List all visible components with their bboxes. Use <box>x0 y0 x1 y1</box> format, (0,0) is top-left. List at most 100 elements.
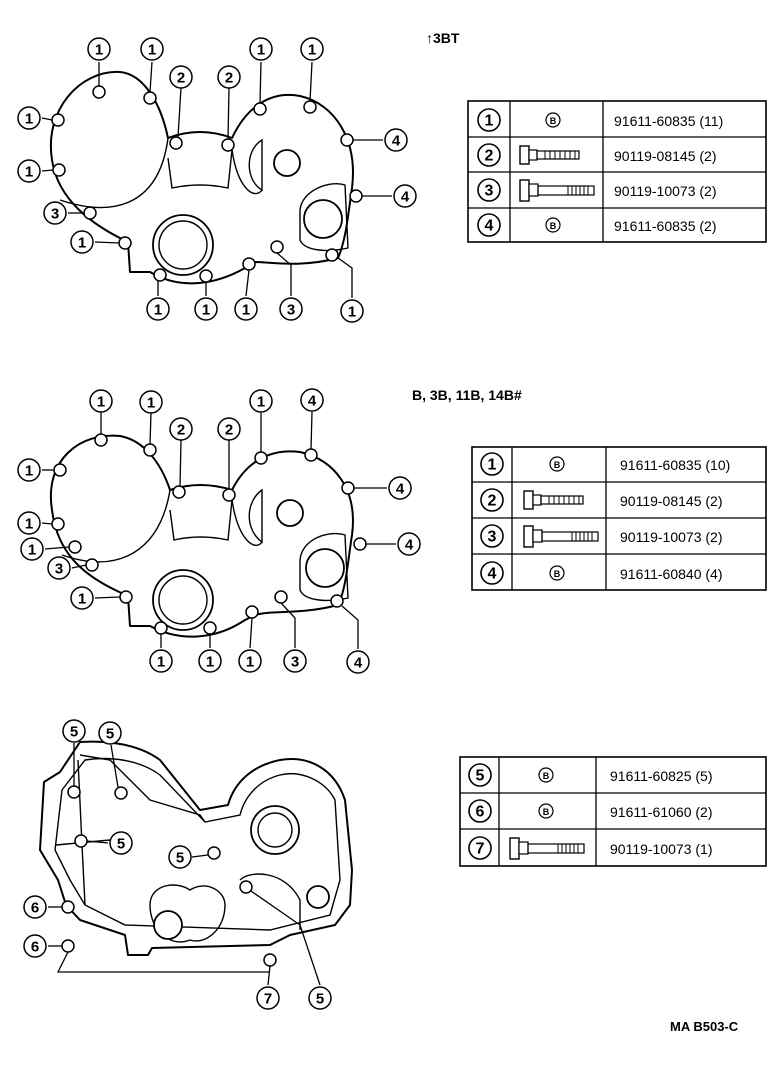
callout: 1 <box>300 37 324 61</box>
callout: 4 <box>388 476 412 500</box>
svg-text:4: 4 <box>392 133 401 150</box>
callout: 1 <box>87 37 111 61</box>
svg-text:1: 1 <box>95 42 103 59</box>
svg-text:91611-61060 (2): 91611-61060 (2) <box>610 804 712 820</box>
table-row: 7 90119-10073 (1) <box>468 836 712 860</box>
callout: 1 <box>194 297 218 321</box>
callout: 1 <box>17 511 41 535</box>
svg-text:1: 1 <box>485 113 494 130</box>
cover-drawing-gasket <box>39 740 353 986</box>
svg-text:1: 1 <box>97 394 105 411</box>
svg-text:2: 2 <box>225 70 233 87</box>
callouts-3bt: 1 1 1 1 2 2 1 1 4 4 3 1 1 1 1 3 1 <box>17 37 417 323</box>
svg-text:1: 1 <box>308 42 316 59</box>
svg-text:2: 2 <box>488 493 497 510</box>
callout: 2 <box>169 417 193 441</box>
callout: 1 <box>249 37 273 61</box>
bolt-long-icon <box>509 837 585 860</box>
svg-text:B: B <box>550 221 557 231</box>
callouts-b-series: 1 1 1 4 2 2 1 1 1 3 4 4 1 1 1 1 3 4 <box>17 388 421 674</box>
svg-text:2: 2 <box>177 422 185 439</box>
svg-text:90119-10073 (2): 90119-10073 (2) <box>614 183 716 199</box>
svg-text:90119-08145 (2): 90119-08145 (2) <box>614 148 716 164</box>
callout: 3 <box>283 649 307 673</box>
section-heading-3bt: ↑3BT <box>426 30 460 46</box>
callout: 4 <box>384 128 408 152</box>
callout: 5 <box>109 831 133 855</box>
svg-text:3: 3 <box>488 529 497 546</box>
callout: 1 <box>249 389 273 413</box>
svg-text:B: B <box>554 569 561 579</box>
svg-text:1: 1 <box>242 302 250 319</box>
callout: 4 <box>300 388 324 412</box>
svg-text:5: 5 <box>106 726 114 743</box>
svg-text:6: 6 <box>476 804 485 821</box>
parts-table-b-series: 1 B 91611-60835 (10) 2 90119-08145 (2) 3 <box>471 446 767 591</box>
bolt-long-icon <box>523 525 599 548</box>
callout: 1 <box>70 586 94 610</box>
svg-text:2: 2 <box>177 70 185 87</box>
callout: 1 <box>149 649 173 673</box>
svg-text:91611-60825 (5): 91611-60825 (5) <box>610 768 712 784</box>
callout: 5 <box>62 719 86 743</box>
svg-text:3: 3 <box>485 183 494 200</box>
table-row: 5 B 91611-60825 (5) <box>468 763 712 787</box>
table-row: 6 B 91611-61060 (2) <box>468 799 712 823</box>
svg-text:2: 2 <box>485 148 494 165</box>
svg-text:4: 4 <box>485 218 494 235</box>
callout: 6 <box>23 934 47 958</box>
svg-text:4: 4 <box>488 566 497 583</box>
svg-text:1: 1 <box>78 235 86 252</box>
svg-text:5: 5 <box>176 850 184 867</box>
callout: 1 <box>340 299 364 323</box>
svg-text:1: 1 <box>25 111 33 128</box>
cover-drawing-b-series <box>41 411 396 649</box>
svg-text:1: 1 <box>25 463 33 480</box>
callout: 7 <box>256 986 280 1010</box>
callout: 1 <box>146 297 170 321</box>
callouts-gasket: 5 5 5 5 6 6 7 5 <box>23 719 332 1010</box>
svg-text:1: 1 <box>257 42 265 59</box>
svg-text:7: 7 <box>476 841 485 858</box>
svg-text:1: 1 <box>202 302 210 319</box>
callout: 1 <box>17 159 41 183</box>
svg-text:4: 4 <box>354 655 363 672</box>
svg-text:B: B <box>543 807 550 817</box>
svg-text:90119-10073 (2): 90119-10073 (2) <box>620 529 722 545</box>
callout: 5 <box>308 986 332 1010</box>
callout: 2 <box>217 65 241 89</box>
svg-text:3: 3 <box>291 654 299 671</box>
svg-text:1: 1 <box>148 42 156 59</box>
svg-text:4: 4 <box>405 537 414 554</box>
cover-drawing-3bt <box>41 61 392 298</box>
parts-table-gasket: 5 B 91611-60825 (5) 6 B 91611-61060 (2) … <box>459 756 767 867</box>
callout: 5 <box>98 721 122 745</box>
callout: 3 <box>43 201 67 225</box>
callout: 1 <box>140 37 164 61</box>
svg-text:90119-08145 (2): 90119-08145 (2) <box>620 493 722 509</box>
svg-text:B: B <box>554 460 561 470</box>
callout: 1 <box>17 106 41 130</box>
table-row: 1 B 91611-60835 (11) <box>477 108 723 132</box>
svg-text:B: B <box>550 116 557 126</box>
svg-text:6: 6 <box>31 900 39 917</box>
callout: 1 <box>70 230 94 254</box>
svg-text:5: 5 <box>117 836 125 853</box>
callout: 2 <box>217 417 241 441</box>
callout: 1 <box>238 649 262 673</box>
table-row: 3 90119-10073 (2) <box>480 524 722 548</box>
svg-text:1: 1 <box>488 457 497 474</box>
svg-text:4: 4 <box>401 189 410 206</box>
table-row: 2 90119-08145 (2) <box>480 488 722 512</box>
svg-text:1: 1 <box>78 591 86 608</box>
callout: 1 <box>198 649 222 673</box>
svg-text:2: 2 <box>225 422 233 439</box>
svg-text:5: 5 <box>70 724 78 741</box>
svg-text:1: 1 <box>257 394 265 411</box>
callout: 1 <box>139 390 163 414</box>
svg-text:1: 1 <box>28 542 36 559</box>
table-row: 4 B 91611-60835 (2) <box>477 213 716 237</box>
svg-text:1: 1 <box>246 654 254 671</box>
svg-text:1: 1 <box>206 654 214 671</box>
